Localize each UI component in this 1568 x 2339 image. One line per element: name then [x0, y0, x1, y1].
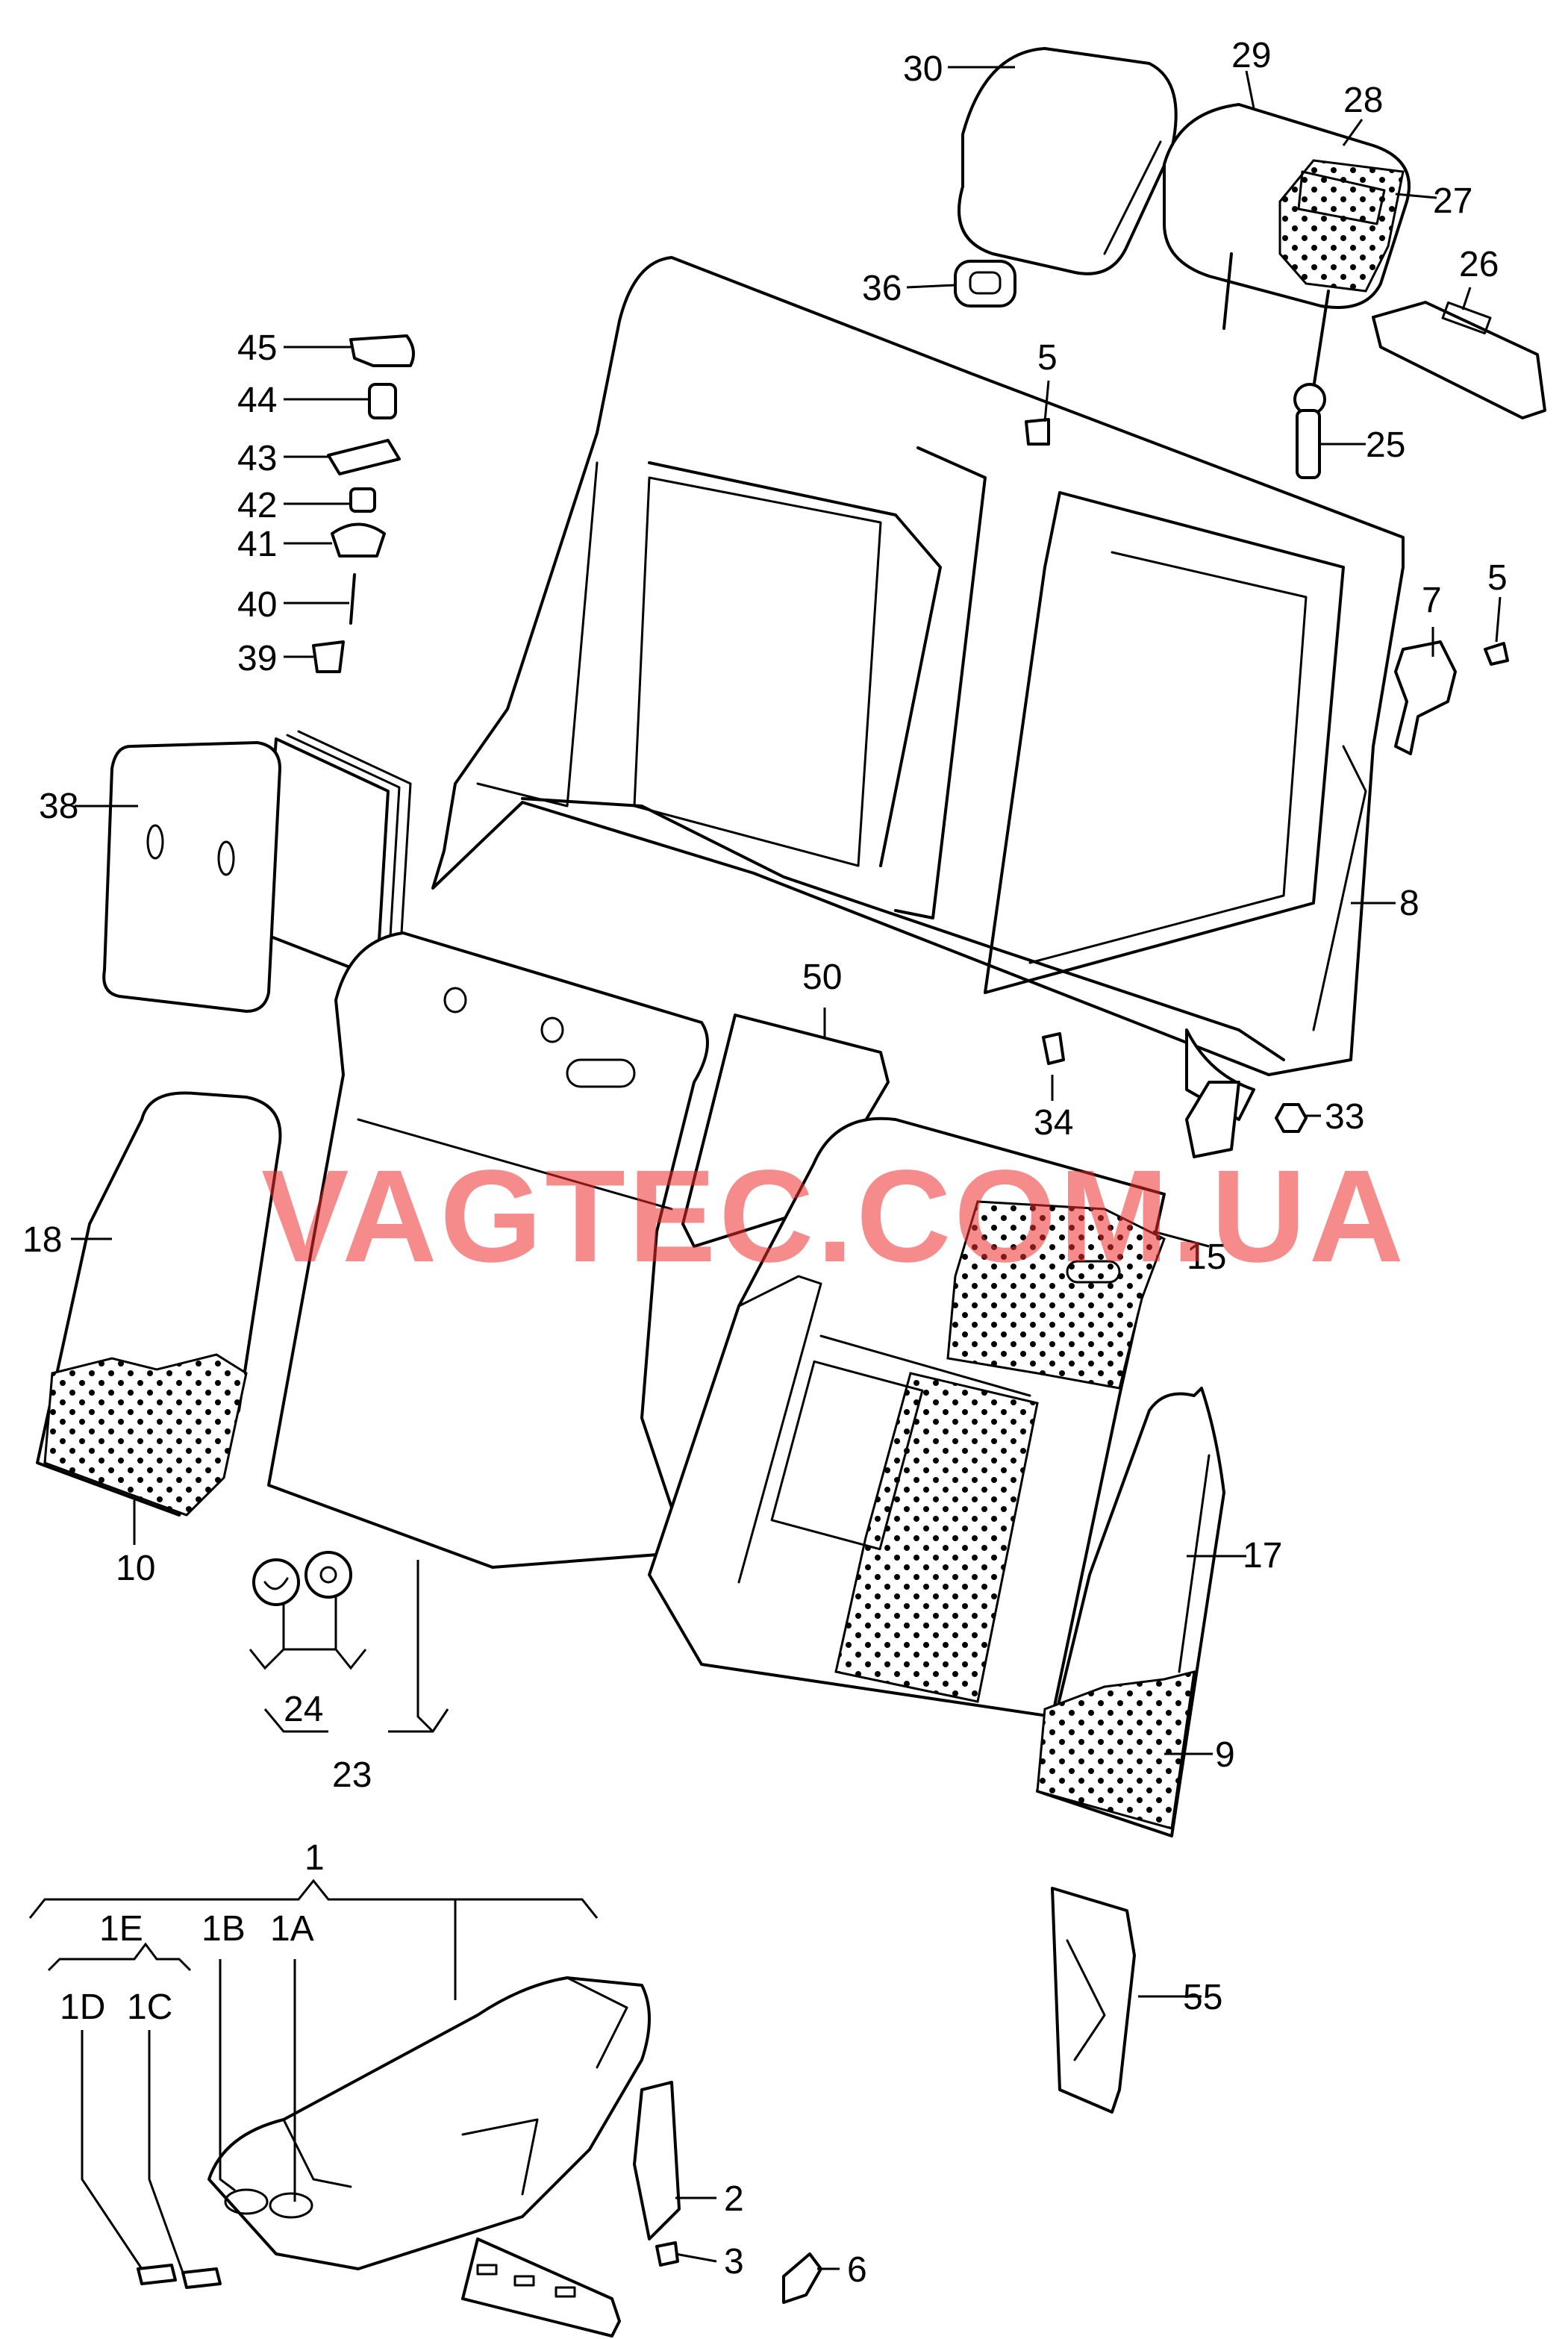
callout-42: 42 [237, 486, 277, 525]
callout-24: 24 [284, 1690, 323, 1729]
callout-1A: 1A [270, 1909, 314, 1949]
part-55 [1051, 1887, 1136, 2114]
callout-55: 55 [1183, 1978, 1222, 2017]
callout-34: 34 [1034, 1103, 1073, 1143]
callout-23: 23 [332, 1755, 372, 1795]
callout-33: 33 [1325, 1097, 1364, 1137]
armrest-1 [207, 1976, 651, 2270]
callout-26: 26 [1459, 245, 1499, 284]
callout-3: 3 [724, 2242, 744, 2282]
callout-38: 38 [39, 787, 78, 826]
callout-1E: 1E [99, 1909, 143, 1949]
callout-labels: 30 29 28 27 26 36 5 25 7 5 8 33 34 50 15… [22, 36, 1508, 2290]
callout-18: 18 [22, 1220, 62, 1260]
callout-29: 29 [1231, 36, 1271, 75]
backrest-cover-23 [267, 931, 709, 1569]
headrest-outer [958, 47, 1178, 275]
callout-39: 39 [237, 639, 277, 678]
callout-6: 6 [847, 2250, 867, 2290]
callout-9: 9 [1215, 1735, 1235, 1775]
label-pads [137, 2264, 222, 2289]
backrest-cover-15 [648, 1117, 1166, 1718]
callout-27: 27 [1433, 181, 1472, 221]
callout-28: 28 [1343, 81, 1383, 120]
callout-5a: 5 [1037, 338, 1058, 378]
side-bolster-18 [36, 1091, 282, 1517]
screw-3 [655, 2241, 679, 2267]
callout-1C: 1C [127, 1987, 172, 2027]
callout-50: 50 [802, 958, 842, 997]
callout-8: 8 [1399, 884, 1419, 923]
callout-1: 1 [304, 1838, 325, 1878]
callout-25: 25 [1366, 425, 1405, 465]
callout-1D: 1D [60, 1987, 105, 2027]
callout-43: 43 [237, 439, 277, 478]
callout-36: 36 [862, 269, 902, 308]
small-fasteners [1025, 418, 1509, 1133]
guide-sleeve-36 [954, 260, 1016, 307]
leader-lines [28, 66, 1502, 2273]
callout-15: 15 [1187, 1237, 1226, 1277]
callout-40: 40 [237, 585, 277, 625]
callout-44: 44 [237, 381, 277, 420]
guide-25 [1293, 383, 1326, 479]
callout-5b: 5 [1487, 558, 1508, 598]
headrest-center [1163, 103, 1411, 390]
callout-1B: 1B [202, 1909, 246, 1949]
backrest-pad-38 [102, 730, 412, 1013]
callout-30: 30 [903, 49, 943, 89]
callout-17: 17 [1243, 1536, 1282, 1576]
clip-6 [782, 2252, 822, 2304]
callout-7: 7 [1422, 581, 1442, 620]
callout-45: 45 [237, 328, 277, 368]
callout-41: 41 [237, 525, 277, 564]
bracket-7 [1394, 640, 1457, 755]
trim-part-26 [1372, 301, 1546, 419]
washers-24 [252, 1551, 352, 1606]
callout-10: 10 [116, 1549, 155, 1588]
backrest-frame [431, 256, 1405, 1158]
fastener-stack [312, 334, 415, 673]
side-bolster-17 [1036, 1387, 1225, 1837]
callout-2: 2 [724, 2179, 744, 2219]
watermark-text: VAGTEC.COM.UA [261, 1143, 1407, 1290]
bracket-2 [461, 2081, 681, 2338]
